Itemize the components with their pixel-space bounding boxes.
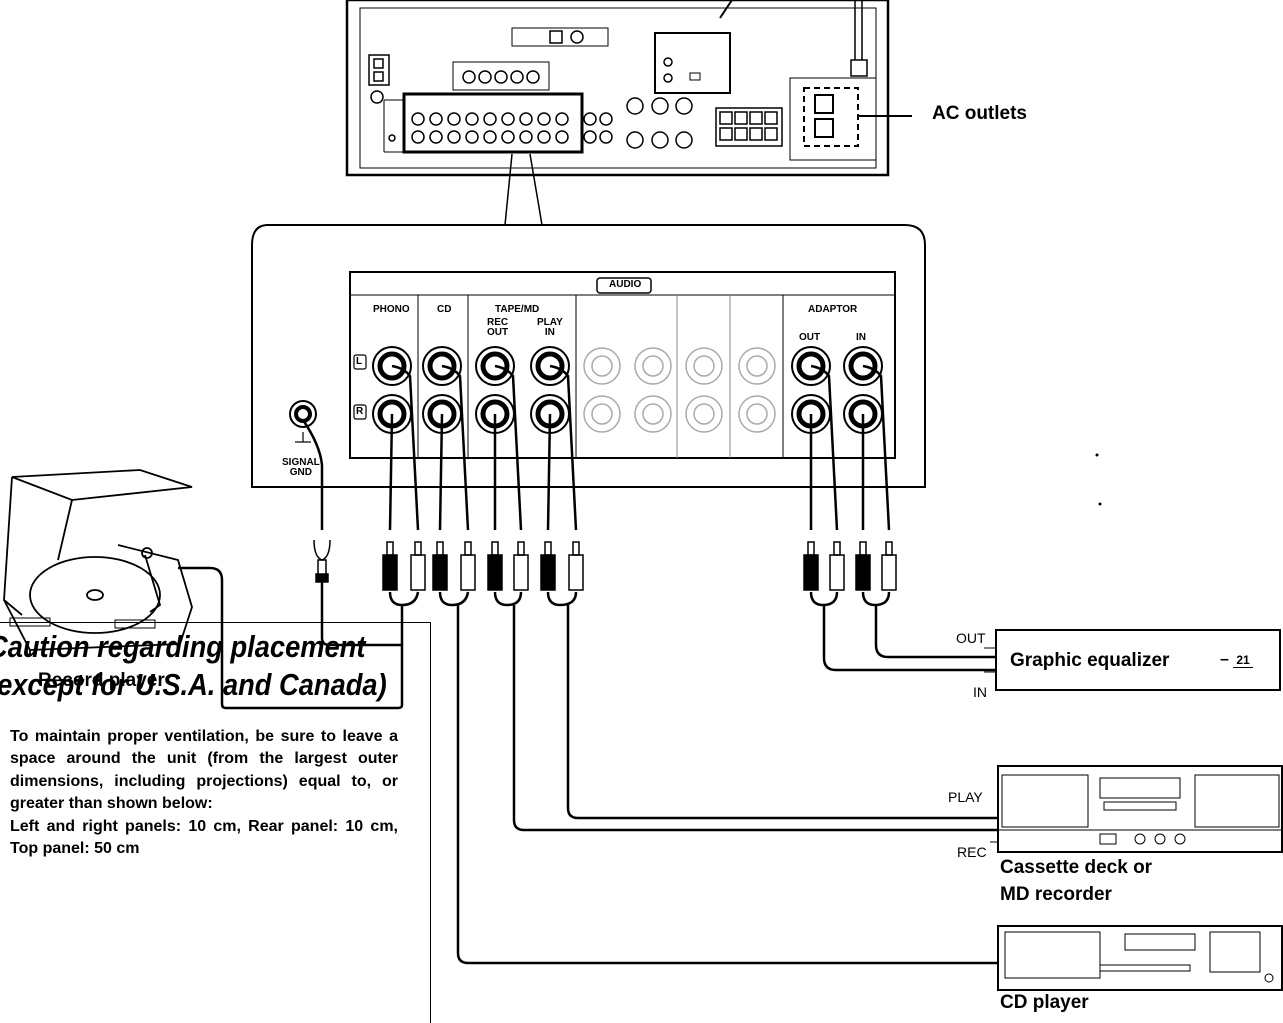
phono-label: PHONO — [373, 304, 410, 315]
cd-player-label: CD player — [1000, 992, 1089, 1013]
caution-paragraph-2: Left and right panels: 10 cm, Rear panel… — [10, 817, 398, 858]
eq-out-label: OUT — [956, 630, 986, 646]
rec-out-label: REC OUT — [487, 317, 509, 338]
graphic-equalizer-box — [995, 629, 1281, 691]
unused-jacks — [583, 347, 776, 433]
caution-box — [0, 622, 431, 1023]
receiver-jack-rows — [411, 97, 693, 149]
plug-white — [568, 541, 584, 591]
rca-plugs — [313, 539, 897, 591]
cassette-rec-label: REC — [957, 844, 987, 860]
audio-label: AUDIO — [609, 279, 642, 290]
record-player-label: Record player — [38, 670, 165, 691]
cassette-name-2: MD recorder — [1000, 884, 1112, 905]
cassette-deck — [997, 765, 1283, 853]
plug-black — [540, 541, 556, 591]
cables — [178, 364, 998, 965]
ground-lug — [313, 539, 331, 583]
page-ref-badge: 21 — [1233, 654, 1253, 668]
receiver-rear-panel — [345, 0, 912, 226]
zoomed-audio-panel — [251, 224, 926, 488]
plug-black — [803, 541, 819, 591]
cassette-play-label: PLAY — [948, 789, 983, 805]
speaker-terminals — [715, 107, 783, 147]
plug-white — [513, 541, 529, 591]
caution-title-line2: (except for U.S.A. and Canada) — [0, 667, 387, 702]
adaptor-in-label: IN — [856, 332, 866, 343]
plug-white — [460, 541, 476, 591]
plug-white — [410, 541, 426, 591]
play-in-label: PLAY IN — [537, 317, 563, 338]
receiver-top-jacks — [462, 70, 540, 84]
eq-in-label: IN — [973, 684, 987, 700]
plug-black — [382, 541, 398, 591]
record-player — [3, 469, 193, 655]
channel-l-label: L — [356, 356, 363, 367]
channel-r-label: R — [356, 406, 364, 417]
plug-black — [487, 541, 503, 591]
adaptor-out-label: OUT — [799, 332, 821, 343]
ac-outlets-label: AC outlets — [932, 103, 1027, 124]
graphic-eq-ref: – 21 — [1220, 651, 1253, 669]
cd-player — [997, 925, 1283, 991]
plug-white — [829, 541, 845, 591]
plug-black — [855, 541, 871, 591]
signal-gnd-terminal — [289, 400, 317, 443]
cassette-name-1: Cassette deck or — [1000, 857, 1153, 878]
signal-gnd-label: SIGNAL GND — [282, 457, 320, 478]
plug-black — [432, 541, 448, 591]
plug-white — [881, 541, 897, 591]
caution-body: To maintain proper ventilation, be sure … — [10, 726, 398, 860]
adaptor-label: ADAPTOR — [808, 304, 858, 315]
caution-title-line1: Caution regarding placement — [0, 629, 366, 664]
caution-title: Caution regarding placement (except for … — [0, 628, 387, 704]
tape-md-label: TAPE/MD — [495, 304, 540, 315]
cd-label: CD — [437, 304, 452, 315]
graphic-eq-label: Graphic equalizer — [1010, 650, 1170, 671]
caution-paragraph-1: To maintain proper ventilation, be sure … — [10, 728, 398, 813]
